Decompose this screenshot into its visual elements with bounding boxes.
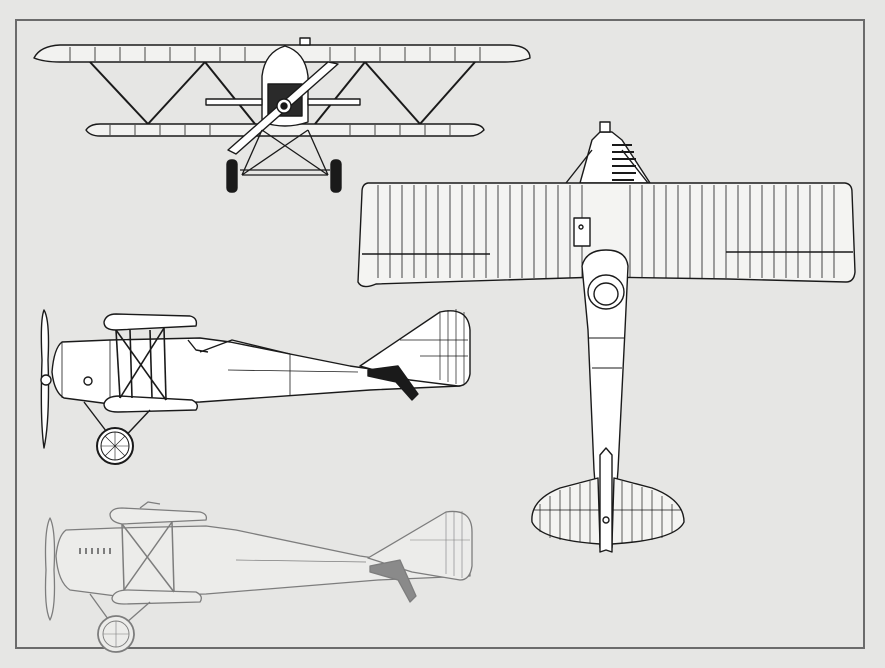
front-wheel-right [330,159,342,193]
side-upper-struts [115,327,167,401]
front-tailplane-right-box [307,98,361,106]
side-upper-spinner [40,374,52,386]
side-upper-fuselage-panels [61,340,291,404]
front-wheel-left [226,159,238,193]
plan-tail-fitting [602,516,610,524]
side-lower-struts [121,521,175,593]
plan-cockpit-rim [587,274,625,310]
plan-hatch-fitting [578,224,584,230]
side-upper-windscreen [187,339,209,353]
side-lower-rudder-ribs [410,511,470,578]
front-interplane-struts [89,61,476,125]
side-lower-bottom-wing [111,589,202,605]
front-landing-gear [240,129,330,176]
plan-wing-hatch [573,217,591,247]
plan-engine-cylinders [612,144,636,181]
side-lower-tailskid [369,559,417,603]
side-upper-top-wing [103,313,198,331]
side-lower-gun [139,501,161,509]
side-upper-tailskid [367,365,419,401]
front-spinner [280,102,288,110]
front-lower-wing-ribs [109,125,451,135]
plan-tailplane-left [531,477,601,545]
side-lower-propeller [44,517,56,621]
front-upper-wing-ribs [69,47,481,61]
plan-wing-ribs [377,185,835,278]
side-upper-exhaust-port [83,376,93,386]
plan-upper-wing [357,182,856,288]
plan-tailplane-right [611,477,685,545]
front-tailplane-left-box [205,98,263,106]
side-upper-bottom-wing [103,395,199,413]
plan-gun [599,121,611,133]
plan-fin [599,447,613,553]
side-upper-wheel-spokes [101,432,129,460]
drawing-frame [15,19,865,649]
side-view-lower [44,501,473,653]
side-view-upper [40,309,471,465]
side-lower-wheel-spokes [103,621,129,647]
side-lower-top-wing [109,507,208,525]
side-lower-exhaust [79,548,111,554]
side-upper-longeron [227,369,359,373]
side-upper-turtledeck [199,339,291,355]
plan-view [357,121,856,553]
plan-tailplane-ribs [534,481,682,543]
plan-cockpit [593,282,619,306]
front-lower-wing [85,123,485,137]
front-view [33,37,531,193]
front-gun-mount [299,37,311,46]
side-upper-rudder-ribs [400,309,468,384]
side-lower-longeron [235,559,367,563]
